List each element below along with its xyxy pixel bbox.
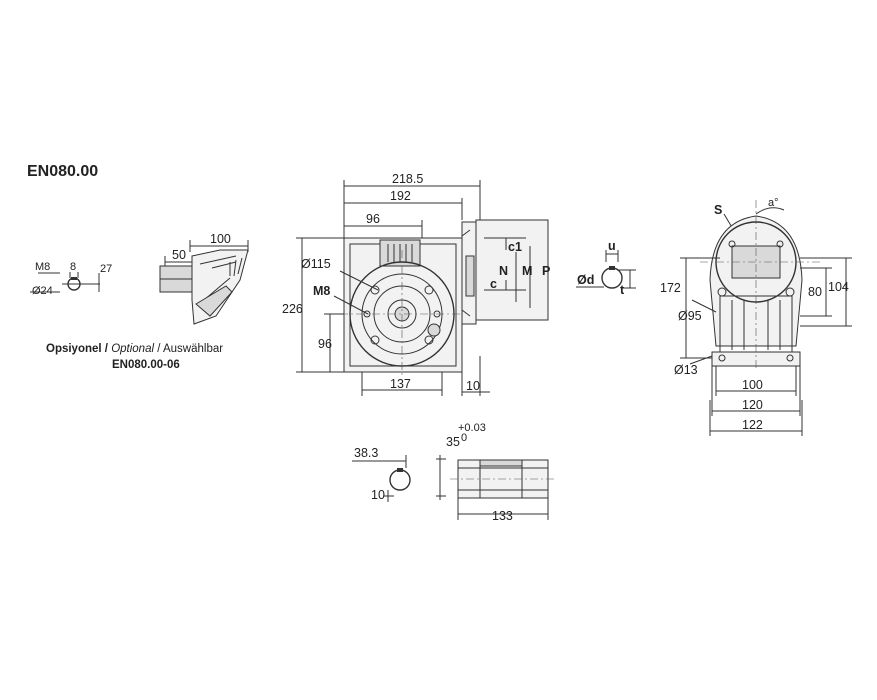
dim-137: 137 (390, 377, 411, 391)
front-view: 218.5 192 96 226 96 (282, 172, 549, 396)
dim-d95: Ø95 (678, 309, 702, 323)
dim-226: 226 (282, 302, 303, 316)
label-a-deg: a° (768, 197, 779, 209)
input-shaft-detail: M8 8 27 Ø24 (30, 261, 112, 297)
dim-50-flange: 50 (172, 248, 186, 262)
dim-35: 35 (446, 435, 460, 449)
dim-172: 172 (660, 281, 681, 295)
side-view: a° S 172 Ø95 Ø13 80 104 (660, 197, 852, 436)
optional-note-de: / Auswählbar (154, 343, 223, 355)
dim-100-flange: 100 (210, 232, 231, 246)
dim-120-side: 120 (742, 398, 763, 412)
optional-note-code: EN080.00-06 (112, 359, 180, 371)
label-p: P (542, 264, 550, 278)
flange-dimensions: c1 c N M P (484, 226, 550, 318)
dim-d115: Ø115 (301, 257, 331, 271)
dim-192: 192 (390, 189, 411, 203)
label-n: N (499, 264, 508, 278)
motor-flange-option: 50 100 (159, 232, 249, 325)
dim-104: 104 (828, 280, 849, 294)
dim-96-left: 96 (318, 337, 332, 351)
dim-10-shaft: 10 (371, 488, 385, 502)
dim-218-5: 218.5 (392, 172, 423, 186)
dim-80: 80 (808, 285, 822, 299)
label-s: S (714, 203, 722, 217)
label-m: M (522, 264, 532, 278)
hollow-shaft-end: 38.3 10 (352, 446, 411, 502)
optional-note: Opsiyonel / Optional / Auswählbar (46, 343, 223, 355)
shaft-key-detail: u Ød t (576, 239, 636, 297)
drawing-title: EN080.00 (27, 163, 98, 180)
dim-d24-input: Ø24 (32, 285, 53, 297)
dim-m8-input: M8 (35, 261, 50, 273)
dim-38-3: 38.3 (354, 446, 378, 460)
optional-note-en: Optional (111, 343, 154, 355)
dim-8-input: 8 (70, 261, 76, 273)
optional-note-tr: Opsiyonel / (46, 343, 111, 355)
dim-133: 133 (492, 509, 513, 523)
label-c1: c1 (508, 240, 522, 254)
dim-27-input: 27 (100, 263, 112, 275)
dim-m8-front: M8 (313, 284, 330, 298)
dim-35-tol-zero: 0 (461, 432, 467, 444)
dim-100-side: 100 (742, 378, 763, 392)
label-c: c (490, 277, 497, 291)
label-t: t (620, 283, 625, 297)
dim-10-front: 10 (466, 379, 480, 393)
dim-d13: Ø13 (674, 363, 698, 377)
dim-96-top: 96 (366, 212, 380, 226)
dim-122-side: 122 (742, 418, 763, 432)
dim-35-tol-plus: +0.03 (458, 422, 486, 434)
label-d: Ød (577, 273, 594, 287)
hollow-shaft-side: 35 +0.03 0 133 (436, 422, 556, 523)
label-u: u (608, 239, 616, 253)
